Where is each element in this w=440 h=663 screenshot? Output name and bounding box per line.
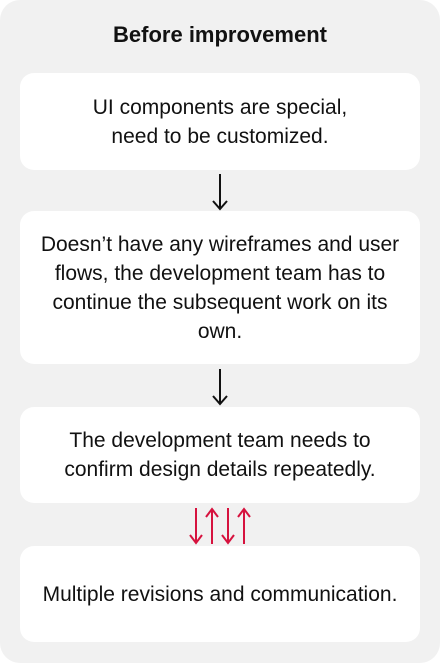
step-card-1: UI components are special, need to be cu… (20, 73, 420, 170)
step-4-text: Multiple revisions and communication. (42, 582, 398, 606)
step-1-text: UI components are special, need to be cu… (92, 95, 348, 148)
step-card-2: Doesn’t have any wireframes and user flo… (20, 211, 420, 364)
iteration-arrows-icon (189, 507, 251, 545)
step-card-4: Multiple revisions and communication. (20, 546, 420, 642)
diagram-title: Before improvement (113, 22, 327, 47)
down-arrow-icon (212, 174, 228, 211)
down-arrow-icon (212, 369, 228, 406)
step-2-text: Doesn’t have any wireframes and user flo… (40, 232, 400, 343)
step-card-3: The development team needs to confirm de… (20, 407, 420, 503)
step-3-text: The development team needs to confirm de… (64, 429, 376, 481)
